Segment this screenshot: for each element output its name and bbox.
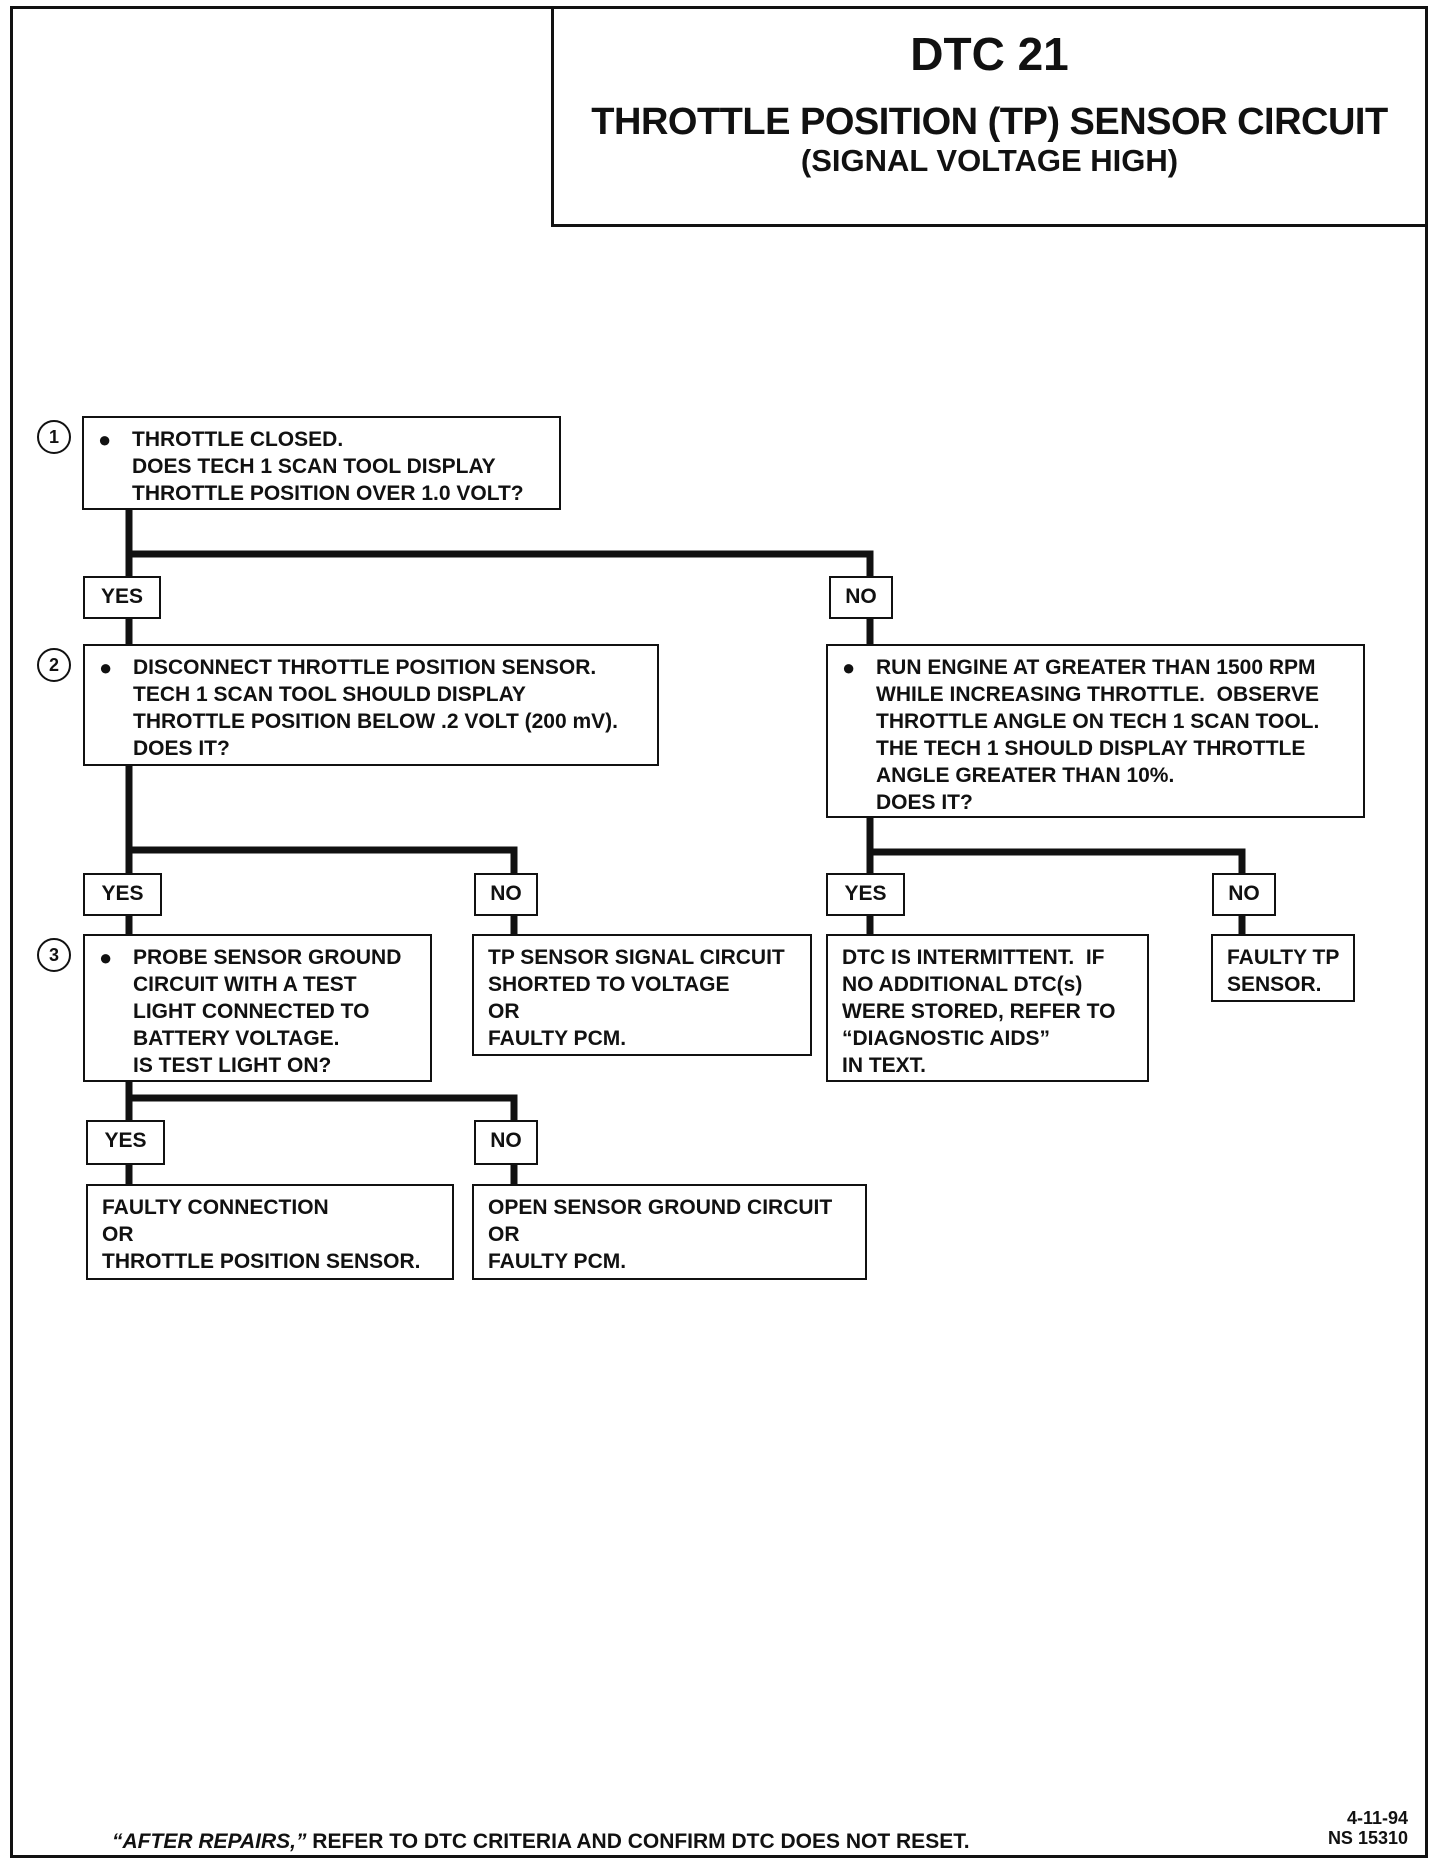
footer-note: “AFTER REPAIRS,” REFER TO DTC CRITERIA A… (112, 1830, 970, 1854)
step3-no-label: NO (474, 1120, 538, 1165)
step-number-3: 3 (37, 938, 71, 972)
tp-shorted-text: TP SENSOR SIGNAL CIRCUIT SHORTED TO VOLT… (488, 946, 785, 1050)
step-number-1: 1 (37, 420, 71, 454)
open-ground-text: OPEN SENSOR GROUND CIRCUIT OR FAULTY PCM… (488, 1196, 833, 1273)
chart-subtitle: (SIGNAL VOLTAGE HIGH) (800, 143, 1179, 178)
intermittent-text: DTC IS INTERMITTENT. IF NO ADDITIONAL DT… (842, 946, 1116, 1077)
run-engine-text: RUN ENGINE AT GREATER THAN 1500 RPM WHIL… (876, 656, 1320, 814)
step-2-text: DISCONNECT THROTTLE POSITION SENSOR. TEC… (133, 656, 618, 760)
bullet-icon: ● (99, 945, 113, 970)
step-1-box: ● THROTTLE CLOSED. DOES TECH 1 SCAN TOOL… (82, 416, 561, 510)
step2-yes-label: YES (83, 873, 162, 916)
chart-title: THROTTLE POSITION (TP) SENSOR CIRCUIT (591, 101, 1388, 143)
step-1-text: THROTTLE CLOSED. DOES TECH 1 SCAN TOOL D… (132, 428, 524, 505)
bullet-icon: ● (842, 655, 856, 680)
step-number-2: 2 (37, 648, 71, 682)
intermittent-box: DTC IS INTERMITTENT. IF NO ADDITIONAL DT… (826, 934, 1149, 1082)
title-box: DTC 21 THROTTLE POSITION (TP) SENSOR CIR… (551, 6, 1428, 227)
step-2-box: ● DISCONNECT THROTTLE POSITION SENSOR. T… (83, 644, 659, 766)
faulty-connection-box: FAULTY CONNECTION OR THROTTLE POSITION S… (86, 1184, 454, 1280)
step1-no-label: NO (829, 576, 893, 619)
open-ground-box: OPEN SENSOR GROUND CIRCUIT OR FAULTY PCM… (472, 1184, 867, 1280)
connector-step1-no (125, 550, 874, 584)
step3-yes-label: YES (86, 1120, 165, 1165)
step1-yes-label: YES (83, 576, 161, 619)
bullet-icon: ● (98, 427, 112, 452)
run-engine-box: ● RUN ENGINE AT GREATER THAN 1500 RPM WH… (826, 644, 1365, 818)
step2-no-label: NO (474, 873, 538, 916)
faulty-tp-box: FAULTY TP SENSOR. (1211, 934, 1355, 1002)
faulty-connection-text: FAULTY CONNECTION OR THROTTLE POSITION S… (102, 1196, 421, 1273)
faulty-tp-text: FAULTY TP SENSOR. (1227, 946, 1340, 996)
footer-note-text: REFER TO DTC CRITERIA AND CONFIRM DTC DO… (306, 1830, 970, 1853)
document-reference: 4-11-94 NS 15310 (1328, 1808, 1408, 1848)
connector-step3-no (125, 1094, 518, 1128)
revision-date: 4-11-94 (1346, 1808, 1408, 1828)
figure-number: NS 15310 (1327, 1828, 1408, 1848)
run-no-label: NO (1212, 873, 1276, 916)
run-yes-label: YES (826, 873, 905, 916)
step-3-text: PROBE SENSOR GROUND CIRCUIT WITH A TEST … (133, 946, 402, 1077)
step-3-box: ● PROBE SENSOR GROUND CIRCUIT WITH A TES… (83, 934, 432, 1082)
after-repairs-text: “AFTER REPAIRS,” (112, 1830, 307, 1853)
connector-run-no (866, 848, 1246, 881)
connector-step2-no (125, 846, 518, 881)
dtc-code: DTC 21 (910, 28, 1069, 80)
bullet-icon: ● (99, 655, 113, 680)
tp-shorted-box: TP SENSOR SIGNAL CIRCUIT SHORTED TO VOLT… (472, 934, 812, 1056)
